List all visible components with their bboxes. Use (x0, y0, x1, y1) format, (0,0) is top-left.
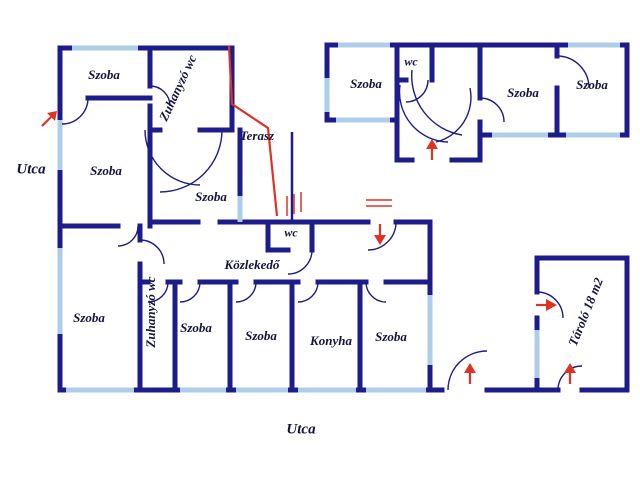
door-arcs (61, 55, 590, 391)
room-label-szoba-annex-1: Szoba (350, 76, 382, 91)
entrance-arrow-corridor (374, 224, 386, 245)
room-label-corridor: Közlekedő (224, 257, 280, 272)
room-label-szoba-bottom-3: Szoba (245, 328, 277, 343)
entrance-arrow-storage-bottom (564, 363, 576, 384)
room-label-kitchen: Konyha (310, 333, 352, 348)
room-label-szoba-top-left: Szoba (88, 67, 120, 82)
room-label-szoba-mid-left: Szoba (90, 163, 122, 178)
entrance-arrow-street-left (41, 111, 57, 127)
room-label-wc-annex: wc (404, 54, 418, 69)
room-label-szoba-bottom-left: Szoba (73, 310, 105, 325)
entrance-arrow-yard-gate (464, 363, 476, 384)
entrance-arrow-top-right-building (426, 139, 438, 160)
room-label-szoba-annex-2: Szoba (507, 85, 539, 100)
street-label-left: Utca (16, 161, 46, 178)
windows (57, 42, 620, 393)
walls (57, 42, 630, 393)
street-label-bottom: Utca (286, 421, 316, 438)
room-label-szoba-annex-3: Szoba (576, 77, 608, 92)
room-label-shower-wc-bottom: Zuhanyzó wc (143, 276, 158, 348)
room-label-terrace: Terasz (239, 128, 275, 143)
red-route-line (227, 45, 279, 217)
room-label-szoba-center: Szoba (195, 189, 227, 204)
red-hatch-marks (286, 192, 392, 216)
room-label-szoba-bottom-2: Szoba (180, 320, 212, 335)
room-label-szoba-bottom-4: Szoba (375, 329, 407, 344)
room-label-wc-main: wc (284, 225, 298, 240)
entrance-arrow-storage-side (536, 299, 557, 311)
